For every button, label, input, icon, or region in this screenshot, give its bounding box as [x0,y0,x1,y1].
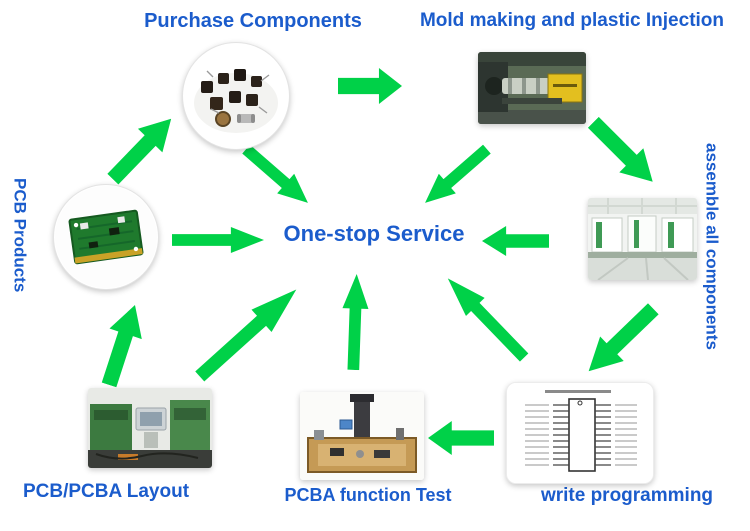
label-mold-making: Mold making and plastic Injection [419,10,725,31]
arrow-programming-to-center [438,269,534,367]
label-write-programming: write programming [540,485,714,506]
programming-document-photo [506,382,654,484]
arrow-purchase-to-center [237,139,317,213]
label-center-one-stop-service: One-stop Service [283,221,465,246]
pcba-function-test-photo [300,392,424,480]
arrow-assemble-to-center [482,226,549,256]
arrow-programming-to-function-test [428,421,494,455]
mold-injection-photo [478,52,586,124]
arrow-mold-to-center [416,139,496,213]
arrow-function-test-to-center [340,273,370,371]
assembly-line-photo [588,198,697,280]
arrow-pcb-products-to-center [172,227,264,253]
label-pcb-pcba-layout: PCB/PCBA Layout [22,481,190,502]
purchase-components-photo [182,42,290,150]
label-pcb-products: PCB Products [10,178,30,293]
arrow-purchase-to-mold [338,68,402,104]
pcb-layout-equipment-photo [88,388,212,468]
label-purchase-components: Purchase Components [144,10,362,32]
arrow-pcb-products-to-purchase [100,106,184,192]
arrow-mold-to-assemble [581,110,665,194]
label-pcba-function-test: PCBA function Test [284,485,452,505]
arrow-layout-to-center [189,278,307,388]
pcb-products-photo [53,184,159,290]
label-assemble-all-components: assemble all components [702,143,722,350]
arrow-assemble-to-programming [576,296,666,384]
arrow-layout-to-pcb-products [92,299,152,391]
